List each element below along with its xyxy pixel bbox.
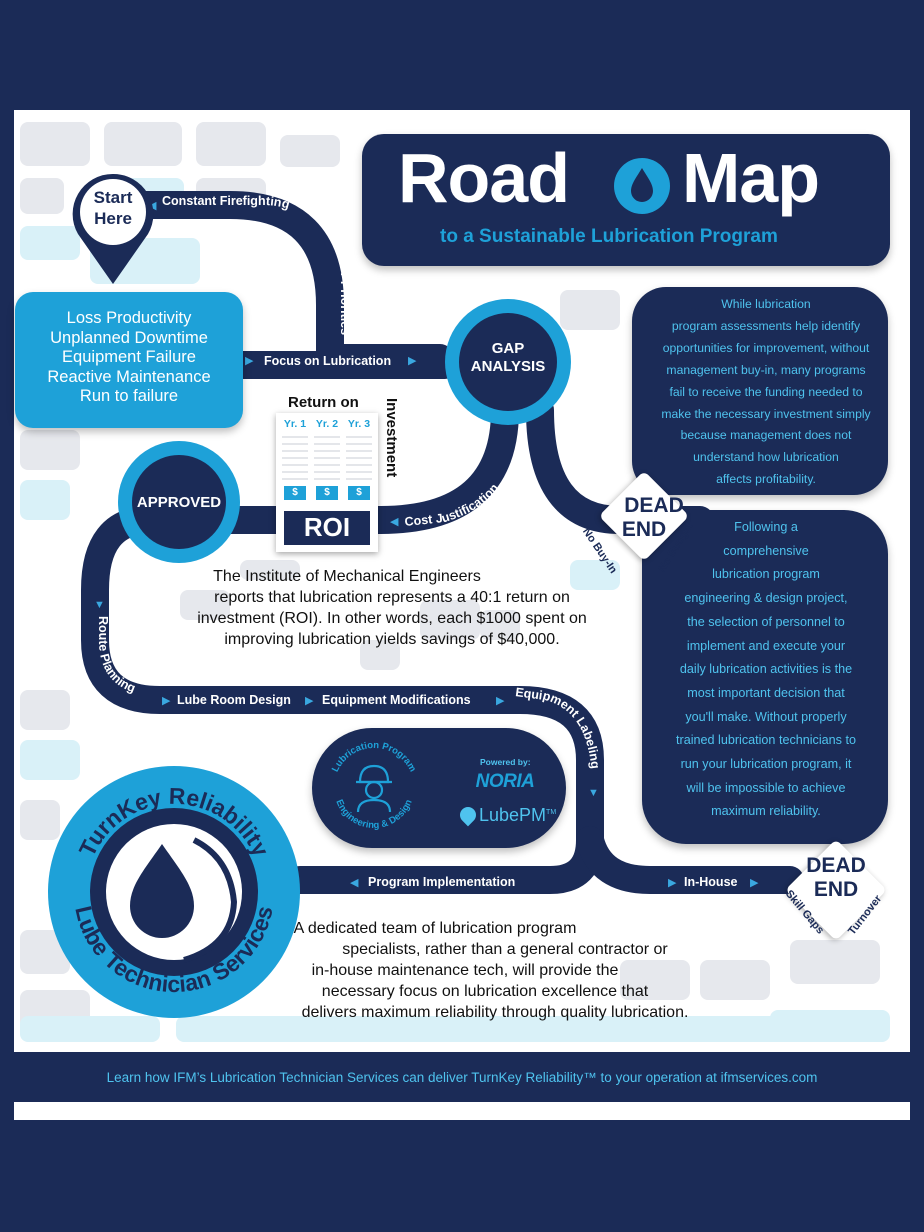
- label-focus-on-lubrication: Focus on Lubrication: [264, 354, 391, 368]
- triangle-arrow-icon: ▶: [496, 695, 505, 707]
- assessment-text: While lubrication program assessments he…: [661, 297, 871, 487]
- start-here-line1: Start: [93, 188, 133, 207]
- start-here-line2: Here: [94, 209, 132, 228]
- label-in-house: In-House: [684, 875, 738, 889]
- gap-analysis-line2: ANALYSIS: [470, 358, 546, 375]
- label-constant-firefighting: Constant Firefighting: [162, 194, 291, 212]
- triangle-arrow-icon: ◀: [350, 877, 359, 889]
- gap-analysis-circle: [445, 299, 571, 425]
- roi-dollar: $: [324, 487, 330, 498]
- title-road: Road: [398, 139, 570, 217]
- problem-item: Unplanned Downtime: [50, 328, 208, 347]
- powered-by: Powered by:: [480, 757, 531, 767]
- roi-col-yr2: Yr. 2: [315, 418, 339, 430]
- roi-statement: The Institute of Mechanical Engineers re…: [197, 568, 587, 648]
- dead-end-sign-1: DEAD END No Buy-In No Budget: [580, 470, 696, 576]
- droplet-icon: [106, 824, 242, 963]
- triangle-arrow-icon: ◀: [390, 516, 399, 528]
- engineering-badge-ring: Lubrication Program Engineering & Design: [330, 740, 418, 831]
- droplet-icon: [456, 803, 480, 827]
- roi-badge: ROI: [303, 512, 351, 542]
- technician-icon: [356, 764, 392, 813]
- triangle-arrow-icon: ▶: [245, 355, 254, 367]
- footer-cta[interactable]: Learn how IFM’s Lubrication Technician S…: [106, 1070, 818, 1085]
- turnkey-badge: TurnKey Reliability Lube Technician Serv…: [48, 766, 300, 1018]
- triangle-arrow-icon: ▶: [408, 355, 417, 367]
- noria-logo: NORIA: [475, 771, 535, 792]
- roi-col-yr3: Yr. 3: [347, 418, 371, 430]
- label-equipment-modifications: Equipment Modifications: [322, 693, 471, 707]
- label-other-priorities: Other Priorities: [338, 244, 352, 335]
- dead-end-sign-2: DEAD END Skill Gaps Turnover: [783, 839, 887, 941]
- title-map: Map: [682, 139, 820, 217]
- approved-label: APPROVED: [136, 494, 222, 511]
- return-on-heading: Return on: [288, 394, 359, 411]
- triangle-arrow-icon: ▶: [668, 877, 677, 889]
- problem-item: Loss Productivity: [66, 309, 192, 327]
- roi-dollar: $: [356, 487, 362, 498]
- engineering-badge: [312, 728, 566, 848]
- subtitle: to a Sustainable Lubrication Program: [440, 226, 778, 247]
- problem-item: Run to failure: [79, 387, 179, 405]
- map-pin-icon: [72, 173, 154, 284]
- badge-top-arc: Lubrication Program: [330, 740, 418, 774]
- footer-bar: [14, 1052, 910, 1102]
- team-statement: A dedicated team of lubrication program …: [293, 920, 689, 1021]
- roi-table: [282, 436, 372, 545]
- roi-col-yr1: Yr. 1: [283, 418, 307, 430]
- triangle-arrow-icon: ▶: [162, 695, 171, 707]
- assessment-box: [632, 287, 888, 495]
- personnel-box: [642, 510, 888, 844]
- label-lube-room-design: Lube Room Design: [177, 693, 291, 707]
- triangle-arrow-icon: ▼: [588, 787, 599, 799]
- investment-heading: Investment: [383, 398, 400, 478]
- problems-list: Loss Productivity Unplanned Downtime Equ…: [15, 309, 243, 407]
- triangle-arrow-icon: ▼: [94, 599, 105, 611]
- triangle-arrow-icon: ▶: [305, 695, 314, 707]
- triangle-arrow-icon: ▶: [750, 877, 759, 889]
- gap-analysis-line1: GAP: [491, 340, 525, 357]
- approved-circle: [118, 441, 240, 563]
- problem-item: Reactive Maintenance: [47, 367, 211, 386]
- problem-item: Equipment Failure: [62, 348, 196, 366]
- badge-bottom-arc: Engineering & Design: [333, 798, 414, 831]
- personnel-text: Following a comprehensive lubrication pr…: [676, 520, 856, 819]
- label-program-implementation: Program Implementation: [368, 875, 515, 889]
- roi-dollar: $: [292, 487, 298, 498]
- droplet-icon: [614, 158, 670, 214]
- lubepm-logo: LubePMTM: [456, 803, 556, 827]
- problems-box: [15, 292, 243, 428]
